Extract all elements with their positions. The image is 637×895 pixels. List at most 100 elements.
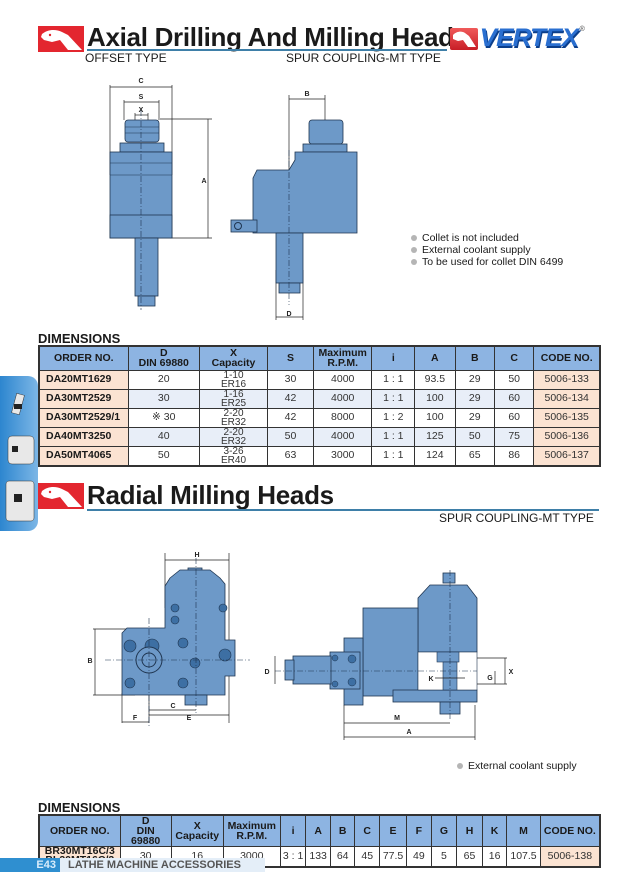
subtitle-spur-coupling: SPUR COUPLING-MT TYPE [286,51,441,65]
registered-mark: ® [579,26,585,33]
eagle-logo-icon [38,483,84,509]
cell-order-no: DA50MT4065 [38,445,129,466]
side-tab-thumbnail [0,376,38,531]
svg-text:G: G [487,675,493,682]
cell-d: 50 [127,445,200,466]
cell-code-no: 5006-137 [533,445,601,466]
cell-c: 75 [493,426,535,447]
svg-text:D: D [286,311,291,318]
cell-b: 29 [454,388,495,409]
cell-b: 64 [329,846,356,867]
col-a: A [414,345,456,371]
cell-c: 60 [493,388,535,409]
subtitle-offset-type: OFFSET TYPE [85,51,167,65]
subtitle-spur-coupling: SPUR COUPLING-MT TYPE [439,511,594,525]
col-f: F [406,814,432,847]
svg-text:C: C [170,703,175,710]
svg-text:B: B [304,91,309,98]
cell-d: 20 [127,369,200,390]
footer-section-title: LATHE MACHINE ACCESSORIES [60,858,265,872]
bullet-icon [411,247,417,253]
cell-i: 1 : 1 [371,369,416,390]
svg-text:F: F [133,715,138,722]
col-h: H [456,814,483,847]
cell-code-no: 5006-138 [539,846,601,867]
title-underline [87,509,599,511]
cell-a: 100 [414,407,456,428]
dimensions-label-axial: DIMENSIONS [38,331,121,346]
dimensions-label-radial: DIMENSIONS [38,800,121,815]
cell-f: 49 [406,846,432,867]
page-number: E43 [0,858,60,872]
col-e: E [378,814,408,847]
vertex-eagle-icon [450,27,478,50]
eagle-logo-icon [38,26,84,52]
col-b: B [454,345,495,371]
col-s: S [267,345,314,371]
section-title-axial: Axial Drilling And Milling Heads [87,22,468,52]
col-b: B [329,814,356,847]
cell-rpm: 8000 [312,407,373,428]
cell-b: 50 [454,426,495,447]
col-g: G [430,814,458,847]
cell-order-no: DA40MT3250 [38,426,129,447]
cell-a: 124 [414,445,456,466]
cell-b: 29 [454,369,495,390]
col-i: i [279,814,307,847]
cell-i: 1 : 2 [371,407,416,428]
cell-rpm: 3000 [312,445,373,466]
bullet-icon [411,259,417,265]
svg-text:E: E [187,715,192,722]
cell-s: 30 [267,369,314,390]
cell-i: 1 : 1 [371,388,416,409]
note-item: To be used for collet DIN 6499 [411,256,563,268]
radial-head-front-drawing: H B C F E [87,552,250,726]
cell-c: 45 [354,846,380,867]
svg-text:M: M [394,715,400,722]
cell-e: 77.5 [378,846,408,867]
cell-code-no: 5006-133 [533,369,601,390]
cell-a: 93.5 [414,369,456,390]
cell-code-no: 5006-136 [533,426,601,447]
radial-head-side-drawing: M A D K G X [264,570,514,740]
col-a: A [305,814,331,847]
svg-text:X: X [139,107,144,114]
cell-d: 30 [127,388,200,409]
svg-text:A: A [201,178,206,185]
svg-text:X: X [509,669,514,676]
radial-notes-list: External coolant supply [457,760,577,772]
cell-c: 50 [493,369,535,390]
cell-rpm: 4000 [312,388,373,409]
svg-text:C: C [138,78,143,85]
cell-g: 5 [430,846,458,867]
cell-rpm: 4000 [312,426,373,447]
cell-i: 1 : 1 [371,445,416,466]
col-code-no: CODE NO. [533,345,601,371]
cell-c: 60 [493,407,535,428]
cell-a: 133 [305,846,331,867]
cell-m: 107.5 [506,846,541,867]
cell-order-no: DA30MT2529 [38,388,129,409]
vertex-brand-name: VERTEX [479,24,579,52]
cell-d: ※ 30 [127,407,200,428]
vertex-brand-logo: VERTEX ® [450,24,585,53]
axial-head-side-drawing: B D [230,91,358,320]
cell-c: 86 [493,445,535,466]
col-order-no: ORDER NO. [38,345,129,371]
cell-i: 1 : 1 [371,426,416,447]
axial-notes-list: Collet is not included External coolant … [411,232,563,268]
bullet-icon [457,763,463,769]
cell-code-no: 5006-135 [533,407,601,428]
svg-text:S: S [139,94,144,101]
svg-text:D: D [264,669,269,676]
